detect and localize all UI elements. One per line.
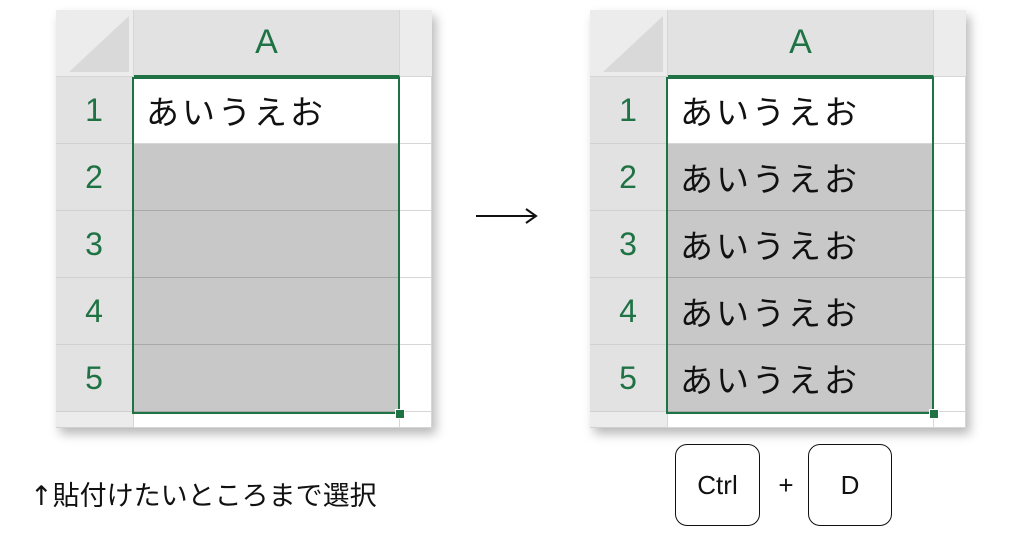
column-header-next[interactable] bbox=[934, 10, 966, 77]
cell-b3[interactable] bbox=[400, 211, 432, 278]
cell-b4[interactable] bbox=[400, 278, 432, 345]
row-header-2[interactable]: 2 bbox=[56, 144, 134, 211]
cell-a4[interactable] bbox=[134, 278, 400, 345]
cell-a5[interactable]: あいうえお bbox=[668, 345, 934, 412]
cell-a1[interactable]: あいうえお bbox=[134, 77, 400, 144]
row-header-5[interactable]: 5 bbox=[56, 345, 134, 412]
select-all-triangle-icon bbox=[69, 16, 129, 72]
cell-a3[interactable]: あいうえお bbox=[668, 211, 934, 278]
cell-b4[interactable] bbox=[934, 278, 966, 345]
d-key: D bbox=[808, 444, 892, 526]
plus-sign: + bbox=[778, 470, 794, 500]
cell-b2[interactable] bbox=[400, 144, 432, 211]
row-header-2[interactable]: 2 bbox=[590, 144, 668, 211]
cell-b6[interactable] bbox=[400, 412, 432, 428]
cell-a2[interactable]: あいうえお bbox=[668, 144, 934, 211]
row-header-1[interactable]: 1 bbox=[56, 77, 134, 144]
row-header-4[interactable]: 4 bbox=[590, 278, 668, 345]
row-header-6[interactable] bbox=[56, 412, 134, 428]
select-all-corner[interactable] bbox=[56, 10, 134, 77]
cell-b3[interactable] bbox=[934, 211, 966, 278]
right-arrow-icon bbox=[476, 208, 538, 224]
cell-a2[interactable] bbox=[134, 144, 400, 211]
column-header-next[interactable] bbox=[400, 10, 432, 77]
column-header-a[interactable]: A bbox=[134, 10, 400, 77]
cell-b1[interactable] bbox=[934, 77, 966, 144]
fill-handle-icon[interactable] bbox=[929, 409, 939, 419]
instruction-caption: ↑貼付けたいところまで選択 bbox=[30, 481, 377, 512]
cell-b6[interactable] bbox=[934, 412, 966, 428]
row-header-6[interactable] bbox=[590, 412, 668, 428]
row-header-3[interactable]: 3 bbox=[590, 211, 668, 278]
cell-a6[interactable] bbox=[668, 412, 934, 428]
cell-b5[interactable] bbox=[400, 345, 432, 412]
before-grid: A 1 あいうえお 2 3 4 5 bbox=[56, 10, 432, 428]
row-header-5[interactable]: 5 bbox=[590, 345, 668, 412]
row-header-1[interactable]: 1 bbox=[590, 77, 668, 144]
cell-b2[interactable] bbox=[934, 144, 966, 211]
cell-a4[interactable]: あいうえお bbox=[668, 278, 934, 345]
select-all-corner[interactable] bbox=[590, 10, 668, 77]
after-grid: A 1 あいうえお 2 あいうえお 3 あいうえお 4 あいうえお 5 あいうえ… bbox=[590, 10, 966, 428]
cell-a6[interactable] bbox=[134, 412, 400, 428]
cell-b5[interactable] bbox=[934, 345, 966, 412]
row-header-4[interactable]: 4 bbox=[56, 278, 134, 345]
row-header-3[interactable]: 3 bbox=[56, 211, 134, 278]
cell-a5[interactable] bbox=[134, 345, 400, 412]
after-spreadsheet: A 1 あいうえお 2 あいうえお 3 あいうえお 4 あいうえお 5 あいうえ… bbox=[590, 10, 966, 428]
ctrl-key: Ctrl bbox=[675, 444, 760, 526]
cell-a3[interactable] bbox=[134, 211, 400, 278]
select-all-triangle-icon bbox=[603, 16, 663, 72]
column-header-a[interactable]: A bbox=[668, 10, 934, 77]
cell-b1[interactable] bbox=[400, 77, 432, 144]
before-spreadsheet: A 1 あいうえお 2 3 4 5 bbox=[56, 10, 432, 428]
fill-handle-icon[interactable] bbox=[395, 409, 405, 419]
cell-a1[interactable]: あいうえお bbox=[668, 77, 934, 144]
